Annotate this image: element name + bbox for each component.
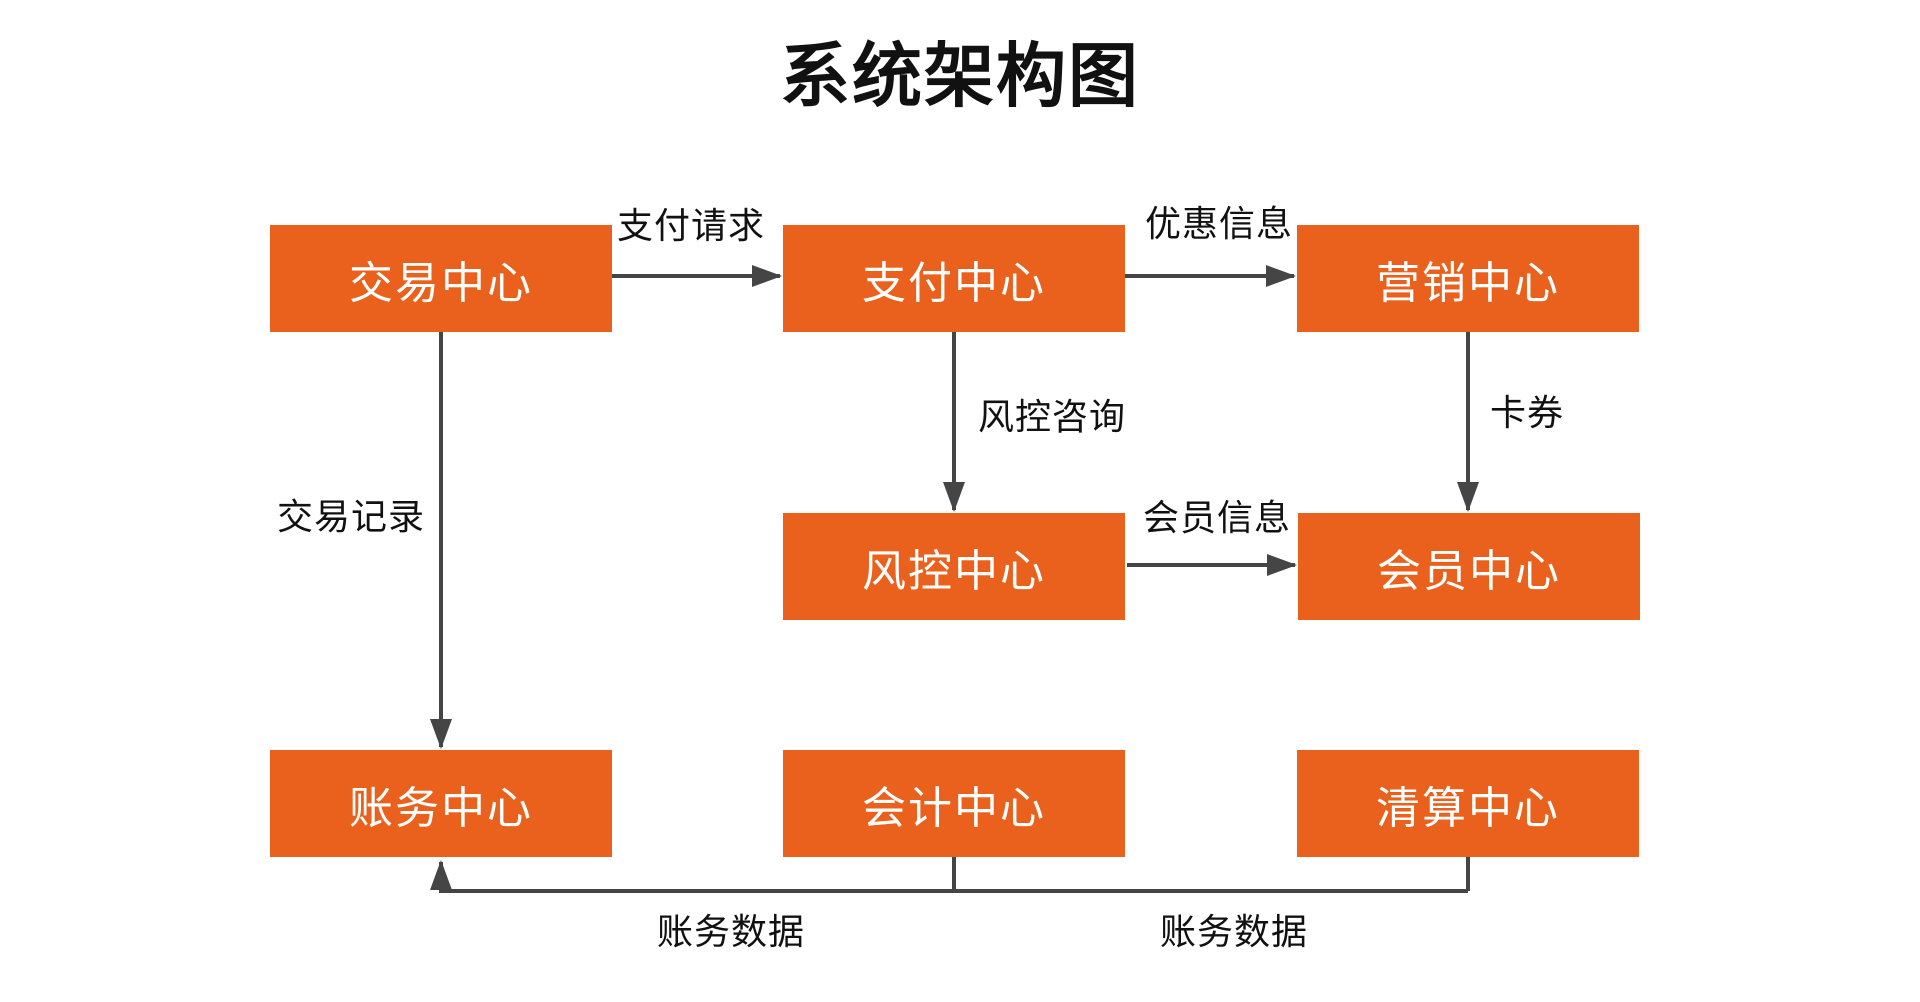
edge-label-finance-data-left: 账务数据 [657,911,806,952]
edge-finance-data-bus-line [430,860,1468,893]
node-trade-center-label: 交易中心 [349,258,533,308]
edge-label-trade-record: 交易记录 [277,496,426,537]
node-finance-center-label: 账务中心 [349,783,533,833]
edge-label-finance-data-right: 账务数据 [1160,911,1309,952]
node-risk-center-label: 风控中心 [862,546,1046,596]
node-member-center: 会员中心 [1298,513,1640,620]
node-clearing-center-label: 清算中心 [1376,783,1560,833]
node-risk-center: 风控中心 [783,513,1125,620]
edge-label-promo-info: 优惠信息 [1145,203,1294,244]
node-member-center-label: 会员中心 [1377,546,1561,596]
node-clearing-center: 清算中心 [1297,750,1639,857]
node-accounting-center-label: 会计中心 [862,783,1046,833]
node-marketing-center: 营销中心 [1297,225,1639,332]
node-finance-center: 账务中心 [270,750,612,857]
node-marketing-center-label: 营销中心 [1376,258,1560,308]
edge-label-member-info: 会员信息 [1143,497,1292,538]
edge-label-coupon: 卡券 [1490,392,1565,433]
edge-label-payment-request: 支付请求 [617,205,766,246]
node-payment-center-label: 支付中心 [862,258,1046,308]
diagram-title: 系统架构图 [780,37,1140,115]
node-accounting-center: 会计中心 [783,750,1125,857]
node-payment-center: 支付中心 [783,225,1125,332]
edge-label-risk-consult: 风控咨询 [978,396,1127,437]
node-trade-center: 交易中心 [270,225,612,332]
